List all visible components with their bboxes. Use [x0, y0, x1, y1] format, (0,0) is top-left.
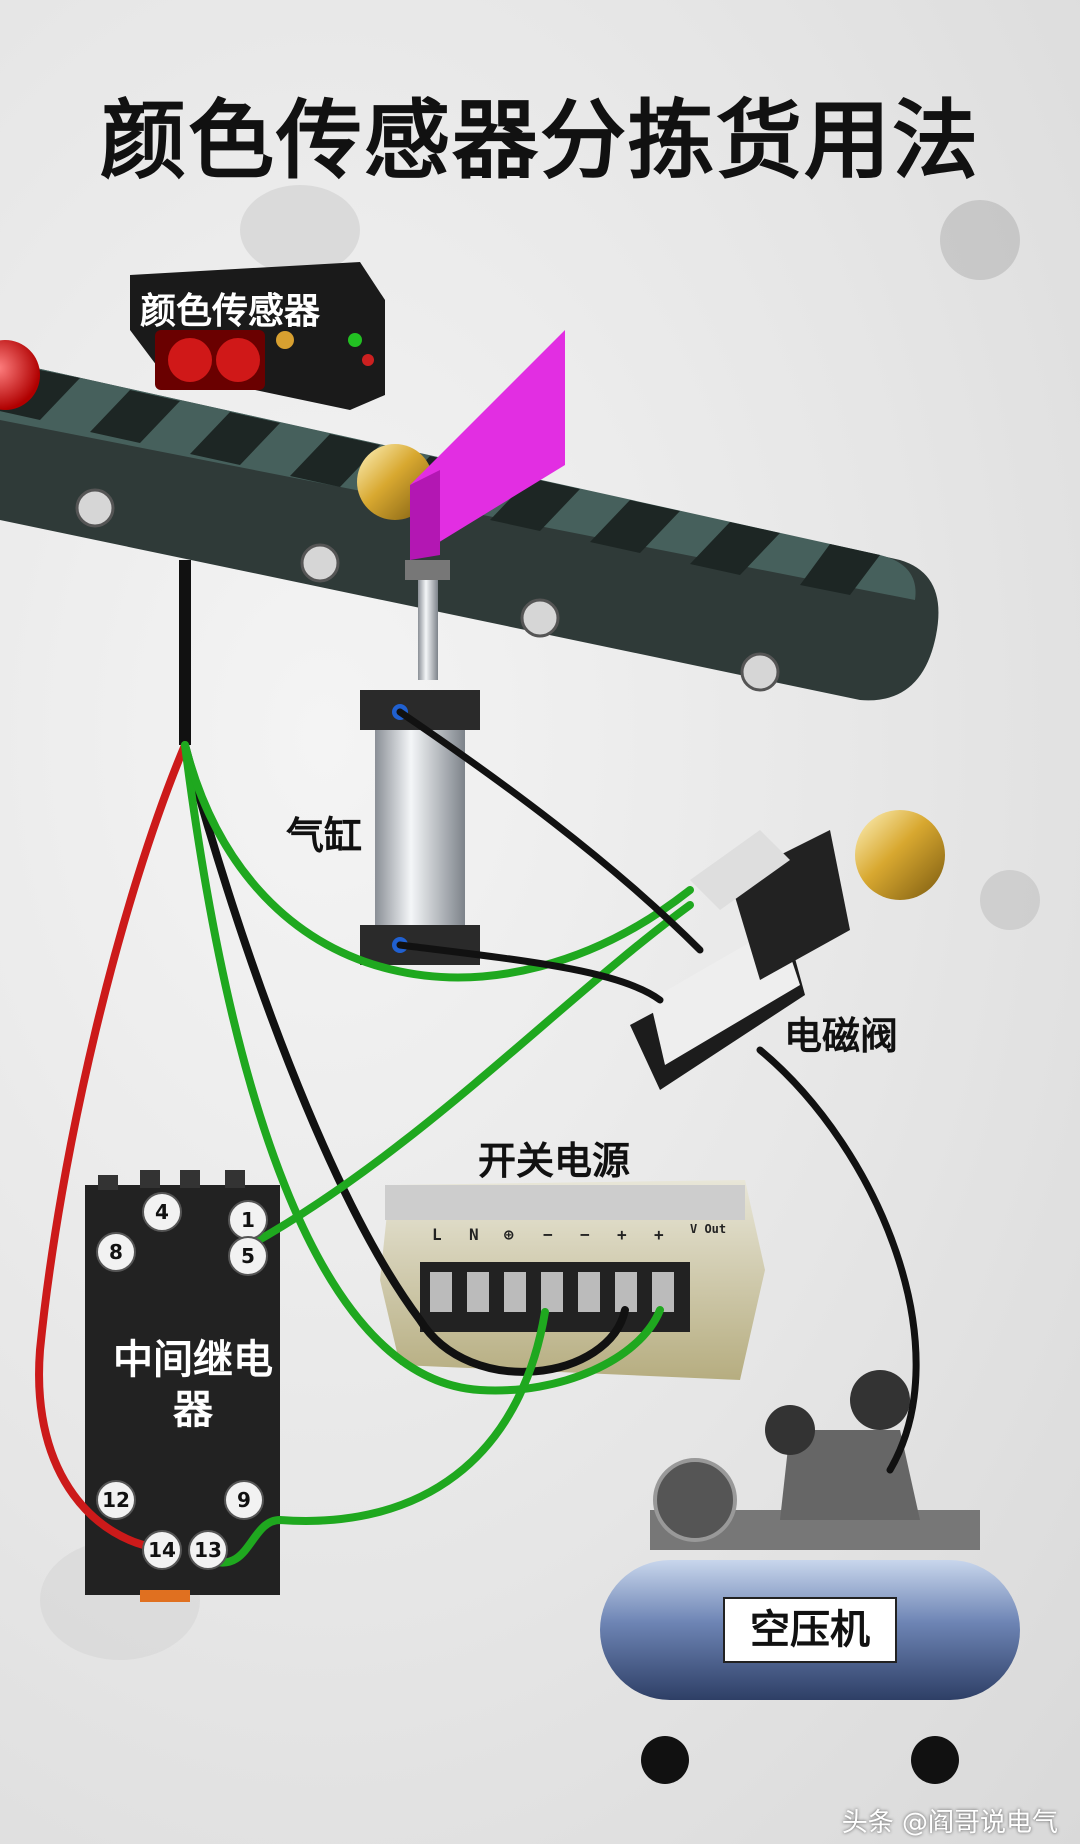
psu-terminal-neg-2: − — [580, 1225, 590, 1244]
psu-terminal-l: L — [432, 1225, 442, 1244]
label-color-sensor: 颜色传感器 — [140, 291, 321, 332]
air-cylinder — [360, 560, 480, 965]
relay-pin-8: 8 — [96, 1232, 136, 1272]
psu-terminal-pos-2: + — [654, 1225, 664, 1244]
color-sensor-device — [130, 262, 385, 410]
relay-pin-4: 4 — [142, 1192, 182, 1232]
relay-pin-1: 1 — [228, 1200, 268, 1240]
label-air-compressor: 空压机 — [723, 1597, 897, 1663]
relay-pin-14: 14 — [142, 1530, 182, 1570]
psu-terminal-pos-1: + — [617, 1225, 627, 1244]
page-title: 颜色传感器分拣货用法 — [100, 91, 980, 191]
watermark: 头条 @阎哥说电气 — [841, 1808, 1058, 1838]
conveyor-belt — [0, 360, 939, 701]
relay-pin-9: 9 — [224, 1480, 264, 1520]
label-power-supply: 开关电源 — [478, 1139, 631, 1183]
air-compressor-device — [600, 1370, 1020, 1784]
label-cylinder: 气缸 — [286, 814, 363, 858]
wires — [35, 708, 920, 1567]
solenoid-valve-device — [630, 830, 850, 1090]
label-solenoid-valve: 电磁阀 — [784, 1014, 899, 1058]
red-ball — [0, 340, 40, 410]
psu-terminal-ground: ⊕ — [504, 1225, 514, 1244]
psu-vout-label: V Out — [690, 1222, 727, 1236]
power-supply-device — [380, 1180, 765, 1380]
pusher-plate — [410, 330, 565, 560]
relay-pin-5: 5 — [228, 1236, 268, 1276]
gold-ball-sorted — [855, 810, 945, 900]
relay-pin-12: 12 — [96, 1480, 136, 1520]
psu-terminal-n: N — [469, 1225, 479, 1244]
psu-terminal-neg-1: − — [543, 1225, 553, 1244]
label-relay: 中间继电器 — [113, 1337, 273, 1433]
relay-pin-13: 13 — [188, 1530, 228, 1570]
